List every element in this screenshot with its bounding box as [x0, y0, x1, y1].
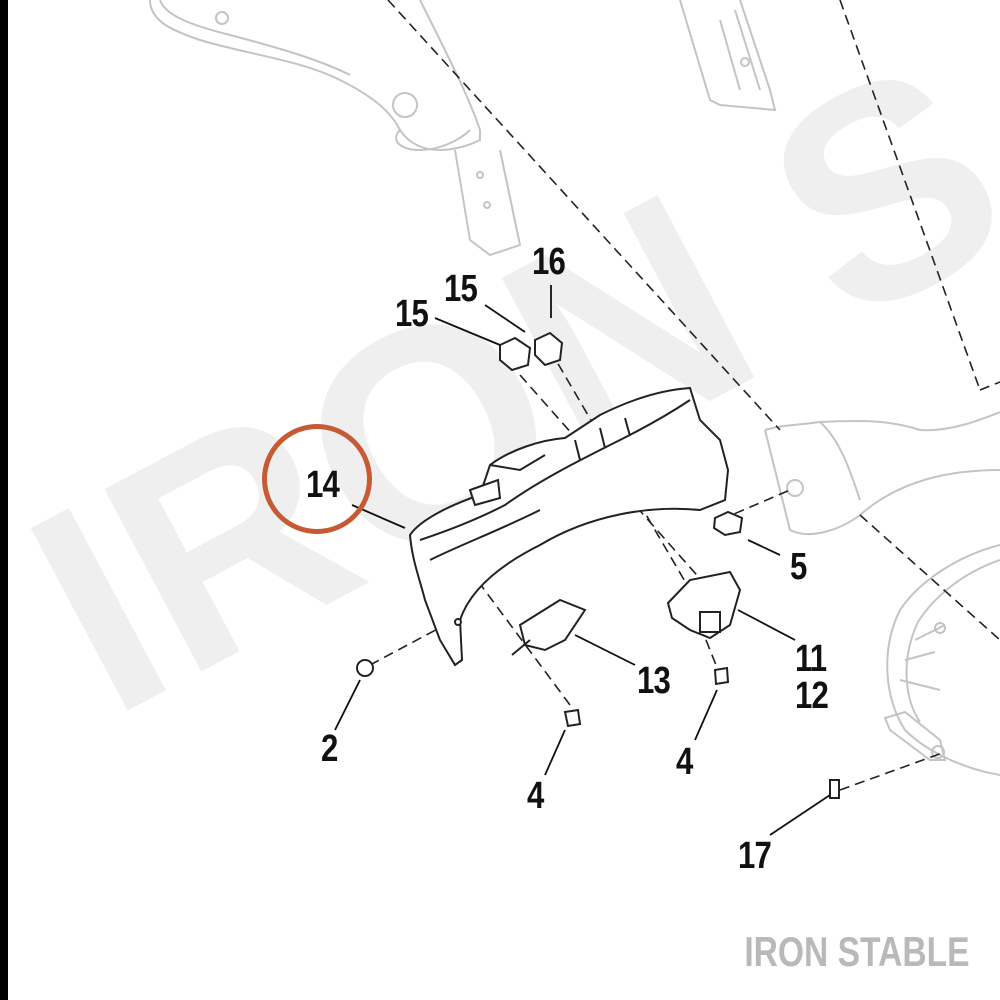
callout-4-right: 4 — [676, 741, 693, 783]
fairing-cover-part — [408, 386, 730, 667]
watermark-text: IRON S — [0, 0, 1000, 777]
callout-16: 16 — [532, 241, 566, 283]
left-border-bar — [0, 0, 8, 1000]
callout-11: 11 — [795, 638, 827, 680]
callout-2: 2 — [321, 728, 338, 770]
background-frame-parts — [149, 0, 1000, 776]
assembly-dashed-lines — [369, 0, 1000, 791]
callout-17: 17 — [738, 835, 772, 877]
callout-15-right: 15 — [444, 268, 478, 310]
callout-5: 5 — [790, 546, 807, 588]
callout-14: 14 — [306, 464, 340, 506]
callout-12: 12 — [795, 675, 829, 717]
callout-4-left: 4 — [527, 775, 544, 817]
callout-15-left: 15 — [395, 293, 429, 335]
fasteners — [356, 331, 840, 799]
callout-13: 13 — [637, 660, 671, 702]
highlight-circle — [262, 424, 372, 534]
brand-wordmark: IRON STABLE — [744, 928, 970, 975]
